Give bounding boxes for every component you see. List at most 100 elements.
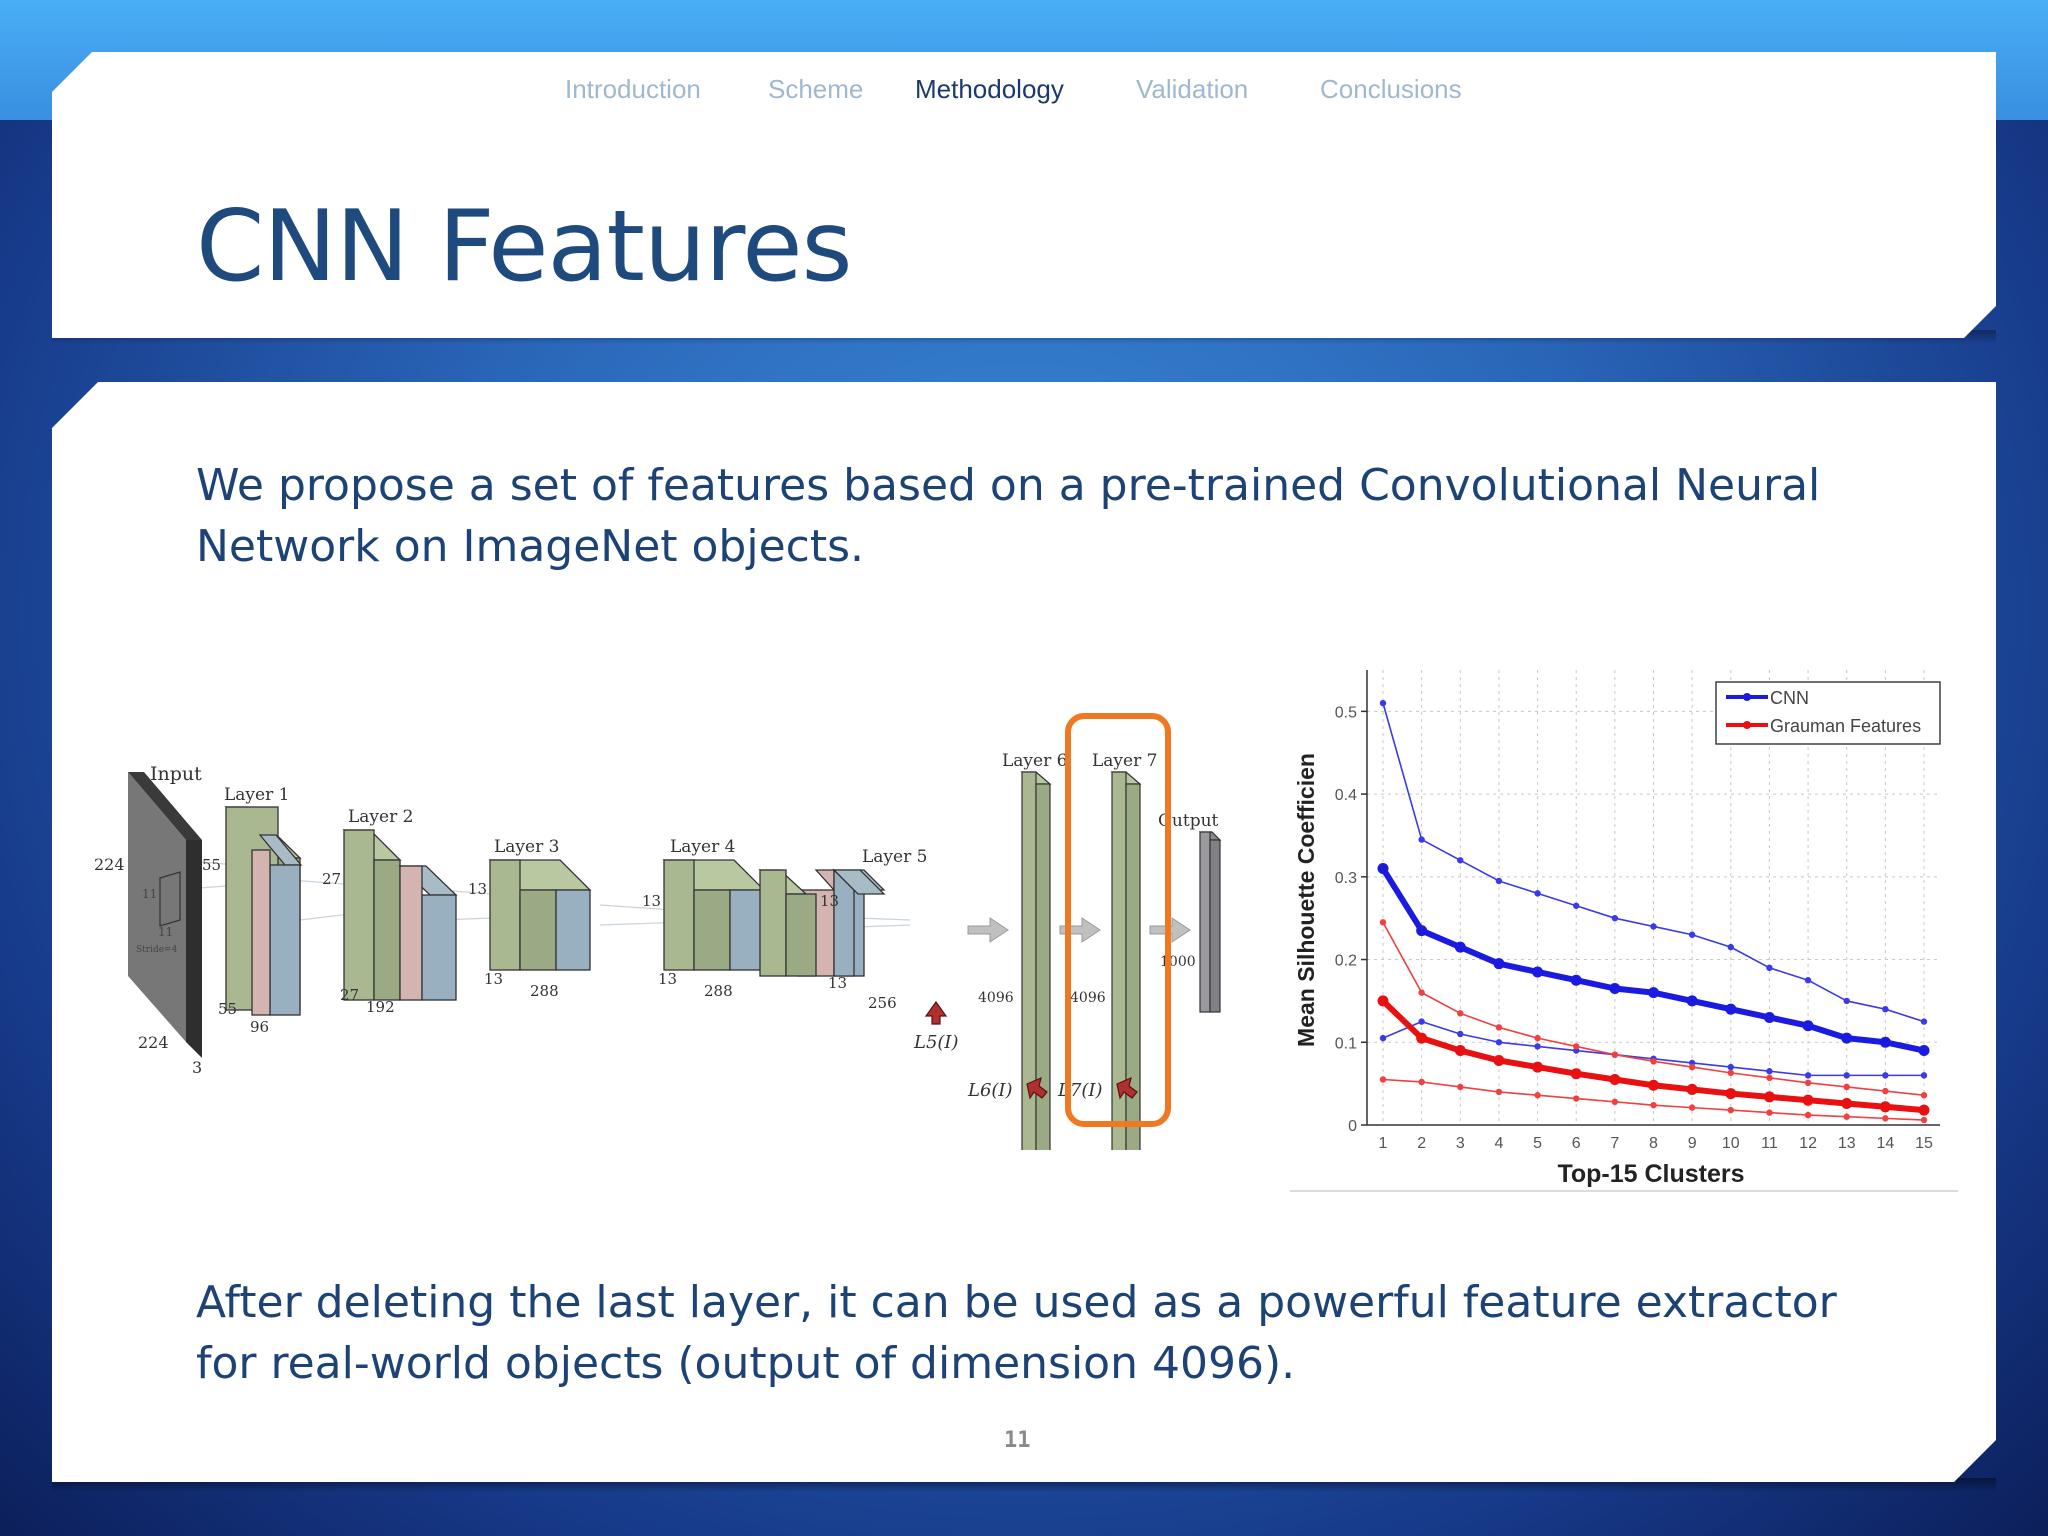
nav-item-scheme[interactable]: Scheme bbox=[768, 74, 864, 104]
series-point-1 bbox=[1418, 836, 1425, 843]
flow-arrows bbox=[967, 917, 1191, 943]
series-point-4 bbox=[1727, 1069, 1734, 1077]
series-point-5 bbox=[1495, 1088, 1503, 1096]
series-point-4 bbox=[1457, 1010, 1464, 1017]
input-label: Input bbox=[150, 763, 202, 785]
series-point-0 bbox=[1918, 1045, 1930, 1057]
series-point-3 bbox=[1532, 1061, 1544, 1073]
series-point-3 bbox=[1879, 1101, 1891, 1113]
x-tick-label: 10 bbox=[1722, 1135, 1740, 1152]
series-point-5 bbox=[1573, 1095, 1580, 1102]
series-point-2 bbox=[1418, 1018, 1425, 1025]
layer-7-label: Layer 7 bbox=[1092, 751, 1157, 771]
layer-1-dim-c: 96 bbox=[250, 1018, 269, 1036]
layer-5-label: Layer 5 bbox=[862, 847, 927, 867]
series-point-5 bbox=[1379, 1076, 1387, 1083]
y-tick-label: 0.3 bbox=[1335, 870, 1357, 887]
series-point-1 bbox=[1457, 857, 1464, 864]
y-tick-label: 0.2 bbox=[1335, 953, 1357, 970]
series-point-0 bbox=[1493, 958, 1505, 970]
series-point-3 bbox=[1841, 1097, 1853, 1109]
series-point-3 bbox=[1725, 1088, 1737, 1100]
series-point-4 bbox=[1843, 1083, 1850, 1091]
legend-label-cnn: CNN bbox=[1770, 688, 1809, 708]
nav-item-conclusions[interactable]: Conclusions bbox=[1320, 74, 1462, 104]
layer-4-label: Layer 4 bbox=[670, 837, 735, 857]
series-point-5 bbox=[1804, 1111, 1812, 1119]
series-point-0 bbox=[1686, 995, 1698, 1007]
layer-4-block bbox=[662, 859, 766, 971]
series-point-4 bbox=[1650, 1058, 1657, 1065]
series-point-0 bbox=[1648, 987, 1659, 999]
series-point-1 bbox=[1688, 931, 1696, 938]
chart-ylabel: Mean Silhouette Coefficien bbox=[1293, 753, 1319, 1047]
series-point-5 bbox=[1688, 1104, 1696, 1111]
x-tick-label: 13 bbox=[1838, 1135, 1856, 1152]
legend-label-grauman: Grauman Features bbox=[1770, 716, 1921, 736]
series-point-2 bbox=[1766, 1068, 1773, 1075]
series-point-5 bbox=[1882, 1115, 1889, 1122]
layer-1-block bbox=[224, 806, 303, 1016]
layer-6-dim: 4096 bbox=[978, 990, 1014, 1006]
nav-item-methodology[interactable]: Methodology bbox=[915, 74, 1064, 104]
series-point-4 bbox=[1804, 1079, 1812, 1087]
feature-arrows bbox=[924, 1000, 1138, 1100]
series-point-1 bbox=[1882, 1005, 1889, 1013]
layer-1-dim-w: 55 bbox=[218, 1000, 237, 1018]
series-point-1 bbox=[1843, 997, 1850, 1005]
series-point-0 bbox=[1416, 925, 1428, 937]
layer-1-label: Layer 1 bbox=[224, 785, 289, 805]
x-tick-label: 5 bbox=[1533, 1135, 1542, 1152]
page-number: 11 bbox=[1004, 1428, 1031, 1453]
kernel-label-2: 11 bbox=[158, 925, 173, 939]
series-point-4 bbox=[1766, 1074, 1773, 1082]
nav-item-validation[interactable]: Validation bbox=[1136, 74, 1249, 104]
series-point-1 bbox=[1766, 964, 1773, 972]
x-tick-label: 3 bbox=[1456, 1135, 1465, 1152]
layer-3-dim-h: 13 bbox=[468, 880, 487, 898]
x-tick-label: 8 bbox=[1649, 1135, 1658, 1152]
cnn-architecture-diagram: Input 224 224 3 11 11 Stride=4 Layer 1 5… bbox=[94, 713, 1222, 1150]
series-point-2 bbox=[1843, 1072, 1850, 1079]
series-point-3 bbox=[1918, 1104, 1930, 1116]
series-point-5 bbox=[1650, 1101, 1657, 1109]
series-point-4 bbox=[1688, 1063, 1696, 1071]
series-point-0 bbox=[1454, 941, 1466, 953]
input-dim-channels: 3 bbox=[192, 1058, 202, 1077]
series-point-4 bbox=[1611, 1051, 1619, 1058]
series-point-3 bbox=[1416, 1032, 1428, 1044]
layer-4-dim-w: 13 bbox=[658, 970, 677, 988]
series-point-2 bbox=[1920, 1072, 1928, 1079]
slide-title: CNN Features bbox=[196, 190, 853, 304]
y-tick-label: 0.5 bbox=[1335, 704, 1357, 721]
x-tick-label: 6 bbox=[1572, 1135, 1581, 1152]
series-point-0 bbox=[1879, 1036, 1891, 1048]
x-tick-label: 7 bbox=[1610, 1135, 1619, 1152]
series-point-5 bbox=[1534, 1092, 1541, 1099]
input-block bbox=[128, 772, 202, 1058]
layer-7-block bbox=[1110, 771, 1142, 1150]
series-point-1 bbox=[1650, 923, 1657, 930]
series-point-2 bbox=[1379, 1034, 1387, 1042]
chart-legend: CNN Grauman Features bbox=[1715, 681, 1941, 745]
series-point-3 bbox=[1570, 1068, 1582, 1080]
y-tick-label: 0 bbox=[1348, 1118, 1357, 1135]
kernel-stride: Stride=4 bbox=[136, 945, 178, 955]
series-point-1 bbox=[1495, 877, 1503, 885]
series-point-1 bbox=[1611, 914, 1619, 922]
layer-4-dim-h: 13 bbox=[642, 892, 661, 910]
series-point-0 bbox=[1570, 974, 1582, 986]
series-point-4 bbox=[1534, 1034, 1541, 1042]
x-tick-label: 2 bbox=[1417, 1135, 1426, 1152]
x-tick-label: 4 bbox=[1494, 1135, 1503, 1152]
layer-6-label: Layer 6 bbox=[1002, 751, 1067, 771]
series-point-1 bbox=[1804, 977, 1812, 984]
series-point-5 bbox=[1766, 1109, 1773, 1116]
layer-3-block bbox=[488, 859, 592, 971]
nav-item-introduction[interactable]: Introduction bbox=[565, 74, 701, 104]
series-point-0 bbox=[1841, 1032, 1853, 1044]
series-point-5 bbox=[1920, 1116, 1928, 1124]
intro-paragraph: We propose a set of features based on a … bbox=[196, 460, 1821, 572]
layer-5-dim-w: 13 bbox=[828, 974, 847, 992]
